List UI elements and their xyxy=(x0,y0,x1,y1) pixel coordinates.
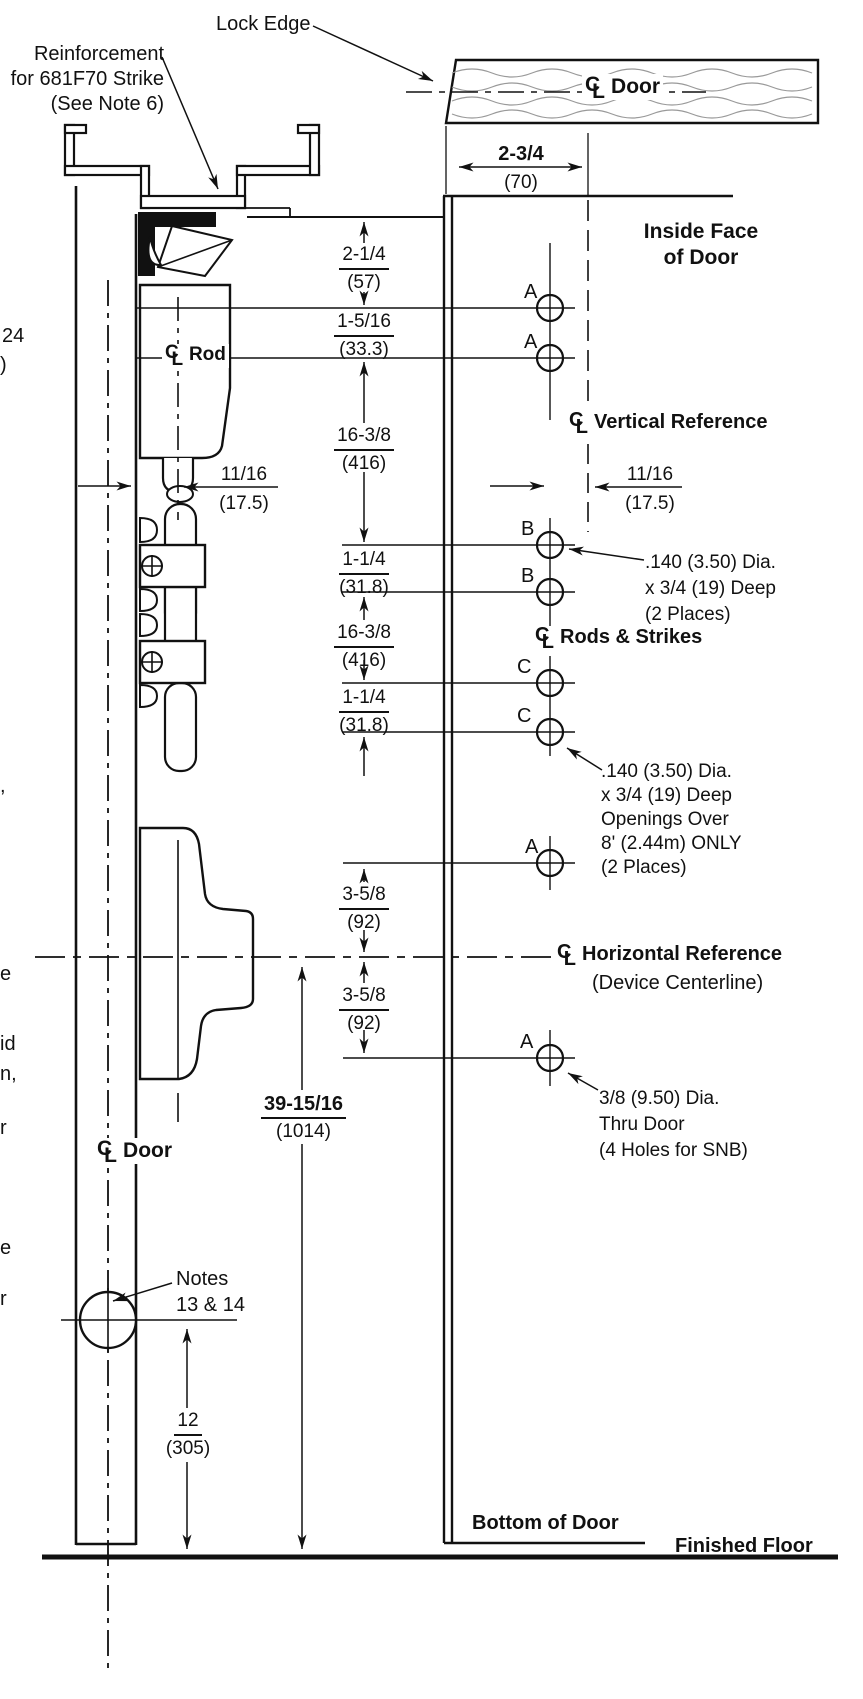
dimension-16-3-8-lower: 16-3/8 (416) xyxy=(323,622,405,673)
dimension-2-1-4: 2-1/4 (57) xyxy=(323,244,405,295)
clipped-text-fragment: r xyxy=(0,1288,7,1310)
a-hole-note: 3/8 (9.50) Dia. Thru Door (4 Holes for S… xyxy=(599,1088,748,1161)
hole-label-a1: A xyxy=(524,281,538,303)
dimension-11-16-left: 11/16 (17.5) xyxy=(219,464,269,514)
bottom-cylinder xyxy=(61,1288,237,1352)
rod-assembly xyxy=(138,283,232,773)
clipped-text-fragment: e xyxy=(0,1237,12,1259)
clipped-text-fragment: e xyxy=(0,963,12,985)
dimension-lines xyxy=(78,25,682,1549)
hole-circles xyxy=(535,293,565,1073)
centerlines xyxy=(35,200,589,1668)
device-centerline-sublabel: (Device Centerline) xyxy=(592,972,764,994)
dimension-3-5-8-upper: 3-5/8 (92) xyxy=(323,884,405,935)
center-case xyxy=(138,826,255,1122)
clipped-text-fragment: ) xyxy=(0,354,7,376)
dimension-1-5-16: 1-5/16 (33.3) xyxy=(323,311,405,362)
hole-label-a3: A xyxy=(525,836,539,858)
dimension-12: 12 (305) xyxy=(165,1410,211,1459)
inside-face-label: Inside Face of Door xyxy=(643,220,759,269)
notes-callout: Notes 13 & 14 xyxy=(176,1268,245,1316)
clipped-text-fragment: 24 xyxy=(2,325,25,347)
hole-label-b2: B xyxy=(521,565,535,587)
lock-edge-label: Lock Edge xyxy=(216,13,311,35)
c-hole-note: .140 (3.50) Dia. x 3/4 (19) Deep Opening… xyxy=(601,761,742,878)
reinforcement-callout: Reinforcement for 681F70 Strike (See Not… xyxy=(10,43,164,115)
clipped-text-fragment: n, xyxy=(0,1063,17,1085)
dimension-1-1-4-upper: 1-1/4 (31.8) xyxy=(339,549,389,598)
hole-label-a2: A xyxy=(524,331,538,353)
dimension-16-3-8-upper: 16-3/8 (416) xyxy=(323,425,405,476)
frame-header-section xyxy=(63,123,321,217)
hole-label-c2: C xyxy=(517,705,532,727)
dimension-1-1-4-lower: 1-1/4 (31.8) xyxy=(339,687,389,736)
hole-label-c1: C xyxy=(517,656,532,678)
bottom-of-door-label: Bottom of Door xyxy=(472,1512,619,1534)
b-hole-note: .140 (3.50) Dia. x 3/4 (19) Deep (2 Plac… xyxy=(645,552,776,625)
finished-floor-label: Finished Floor xyxy=(675,1535,813,1557)
clipped-text-fragment: r xyxy=(0,1117,7,1139)
hole-label-a4: A xyxy=(520,1031,534,1053)
dimension-3-5-8-lower: 3-5/8 (92) xyxy=(323,985,405,1036)
clipped-text-fragment: , xyxy=(0,775,6,797)
hole-label-b1: B xyxy=(521,518,535,540)
dimension-39-15-16: 39-15/16 (1014) xyxy=(255,1092,352,1144)
dimension-door-offset: 2-3/4 (70) xyxy=(498,143,544,193)
clipped-text-fragment: id xyxy=(0,1033,16,1055)
latchbolt xyxy=(147,224,234,278)
dimension-11-16-right: 11/16 (17.5) xyxy=(625,464,675,514)
